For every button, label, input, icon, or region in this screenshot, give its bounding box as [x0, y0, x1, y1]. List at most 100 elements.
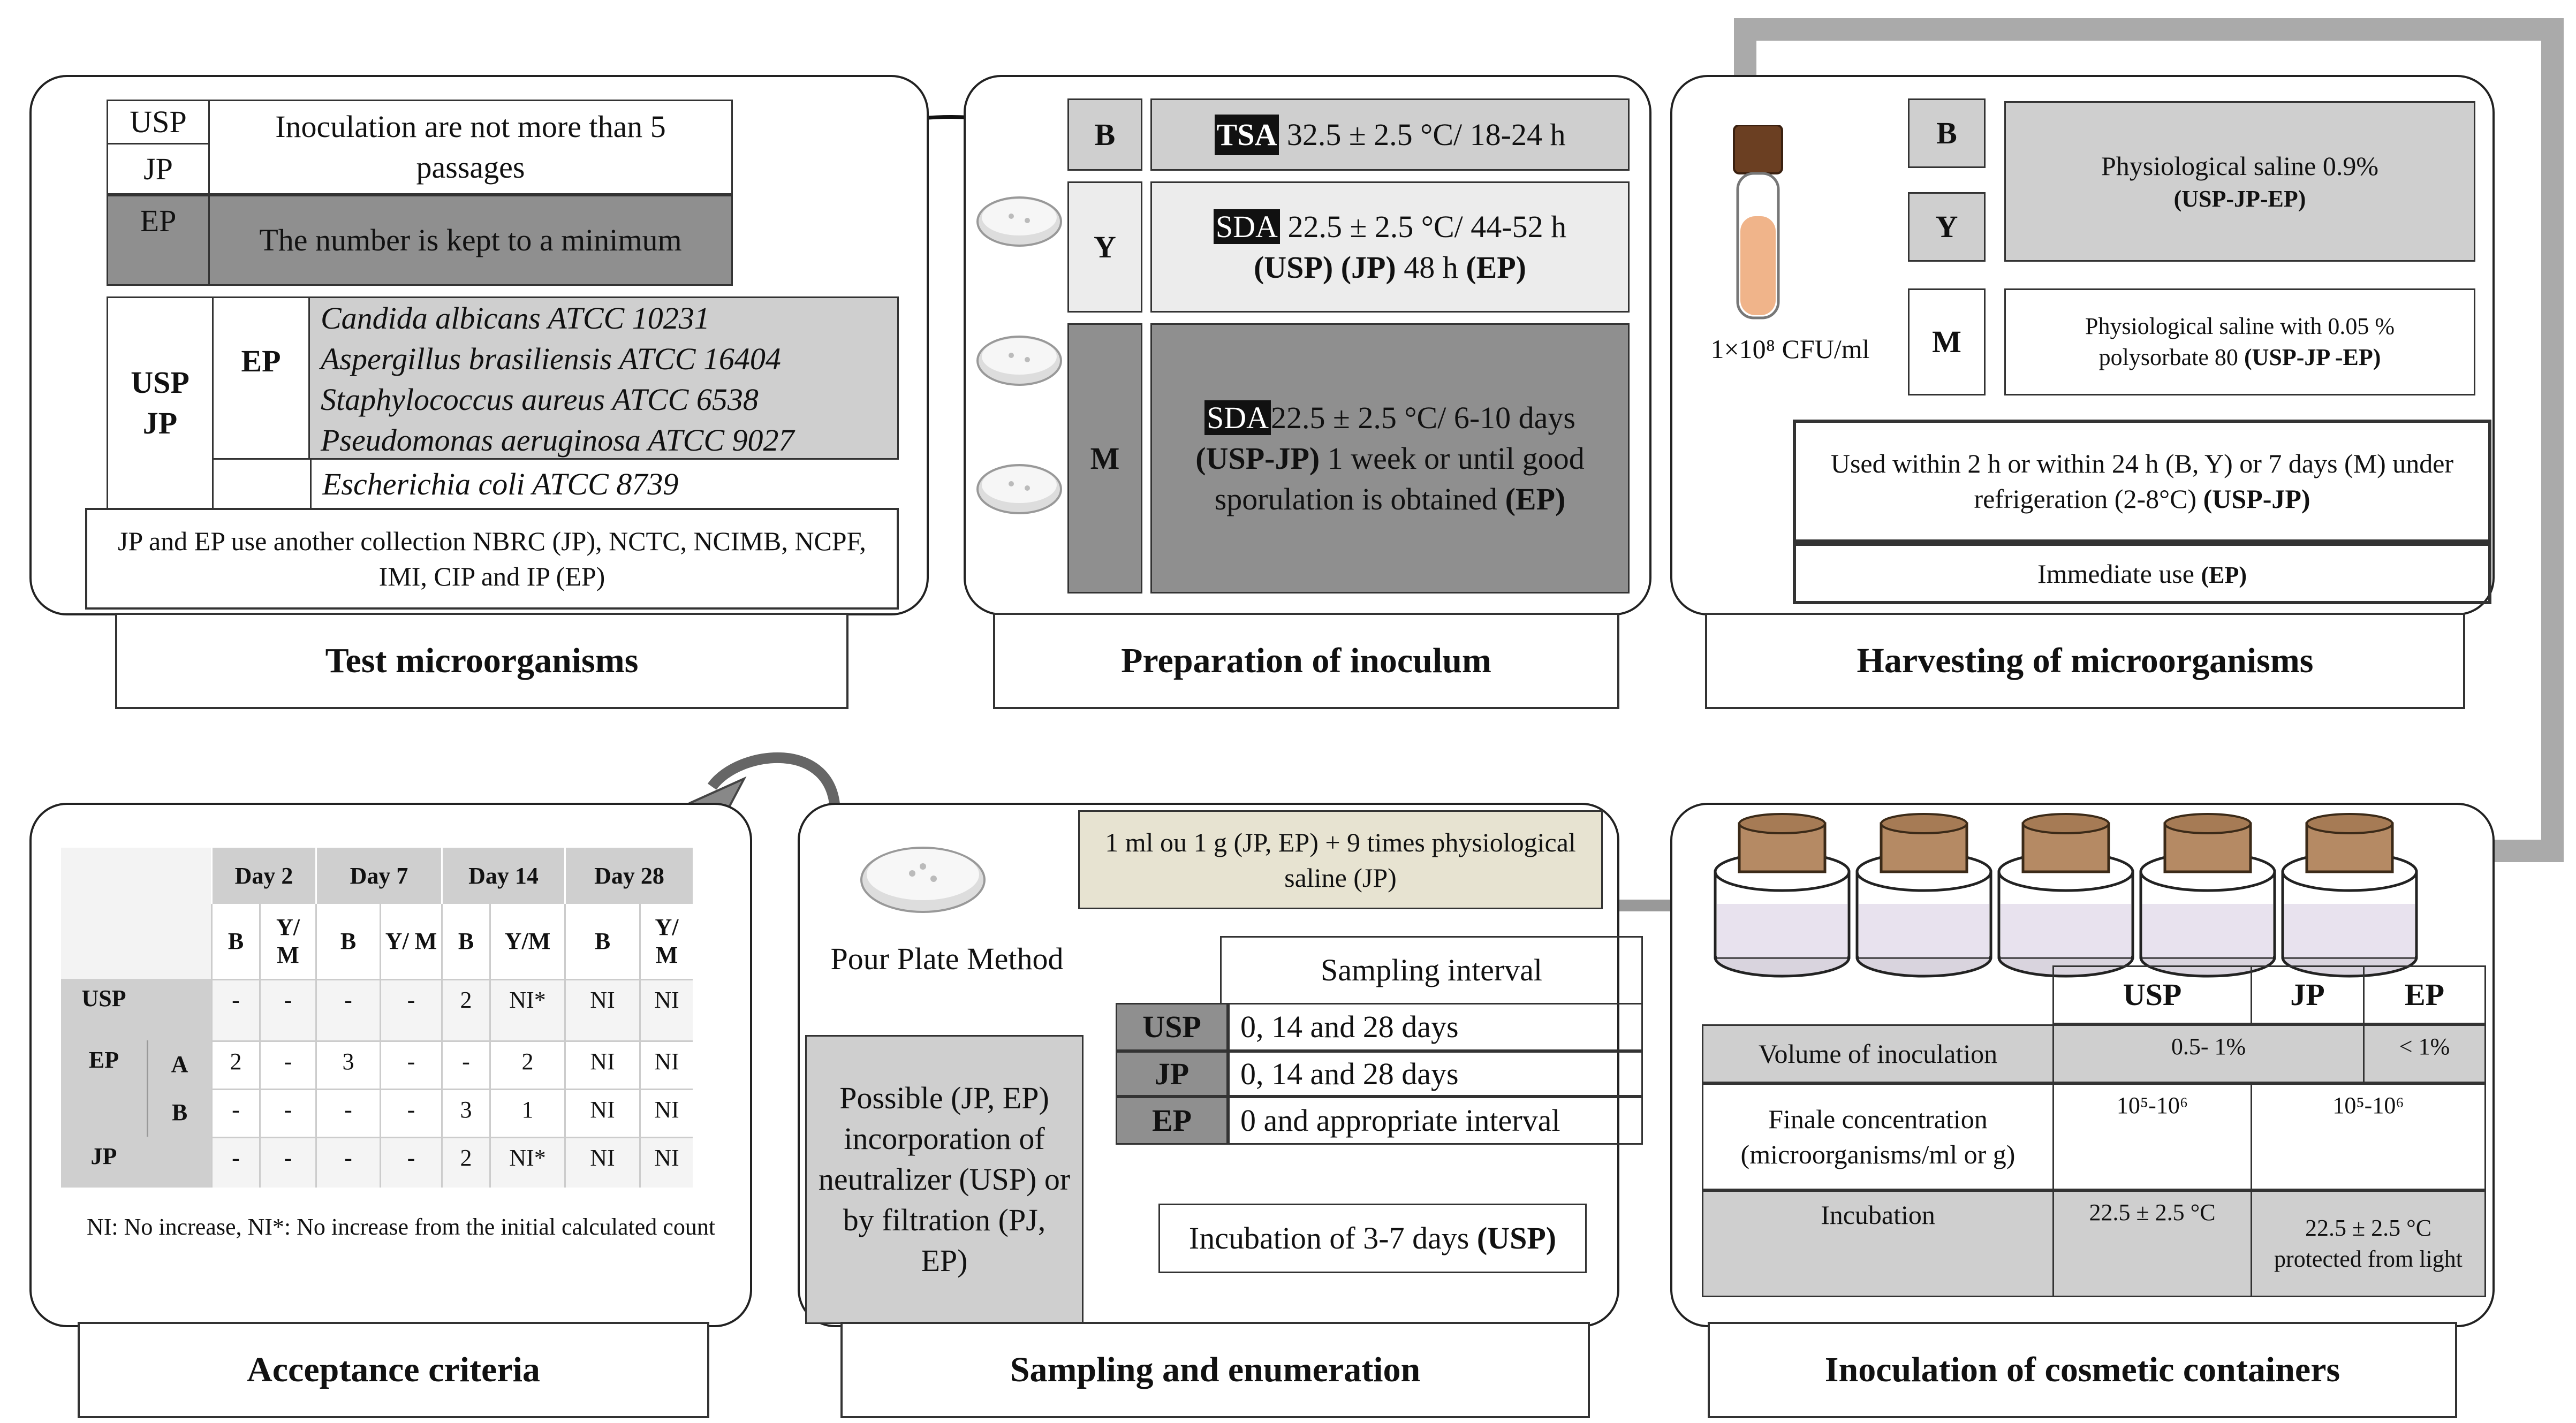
table-corner [61, 848, 211, 979]
interval-text: 0 and appropriate interval [1228, 1097, 1643, 1145]
test-tube-icon [1733, 125, 1783, 319]
criteria-value: - [211, 979, 259, 1040]
inoc-header-ep: EP [2363, 965, 2486, 1024]
day-header: Day 28 [564, 848, 693, 904]
prep-y-jp: (JP) [1340, 249, 1396, 285]
criteria-value: 2 [211, 1040, 259, 1089]
prep-m-text: 22.5 ± 2.5 °C/ 6-10 days [1271, 400, 1575, 435]
caption-preparation: Preparation of inoculum [993, 613, 1619, 709]
row-sublabel: B [147, 1089, 211, 1137]
criteria-value: NI [564, 1089, 639, 1137]
sub-header: Y/ M [639, 904, 693, 979]
criteria-value: - [315, 1089, 380, 1137]
ecoli-strain: Escherichia coli ATCC 8739 [310, 460, 899, 508]
sda-badge-m: SDA [1204, 400, 1271, 435]
interval-std: USP [1116, 1003, 1228, 1051]
row-sublabel [147, 1137, 211, 1188]
cosmetic-jar-icons [1714, 813, 2473, 978]
criteria-value: 3 [315, 1040, 380, 1089]
sub-header: B [441, 904, 489, 979]
prep-m-box: SDA22.5 ± 2.5 °C/ 6-10 days (USP-JP) 1 w… [1150, 323, 1630, 593]
prep-b-label: B [1067, 98, 1142, 171]
sampling-panel: 1 ml ou 1 g (JP, EP) + 9 times physiolog… [798, 803, 1643, 1327]
std-usp: USP [107, 100, 208, 144]
std-jp: JP [107, 144, 208, 195]
caption-sampling: Sampling and enumeration [840, 1322, 1590, 1418]
minimum-text: The number is kept to a minimum [208, 195, 733, 286]
harvest-m-label: M [1908, 288, 1986, 395]
caption-test-microorganisms: Test microorganisms [115, 613, 848, 709]
incubation-jp-ep: 22.5 ± 2.5 °C protected from light [2251, 1190, 2486, 1297]
petri-dish-icons [976, 196, 1062, 514]
collection-note: JP and EP use another collection NBRC (J… [85, 508, 899, 610]
prep-y-text: 22.5 ± 2.5 °C/ 44-52 h [1287, 209, 1567, 244]
cosmetic-jar-icon [1714, 813, 1851, 978]
test-microorganisms-panel: USP JP Inoculation are not more than 5 p… [29, 75, 929, 615]
harvest-y-label: Y [1908, 192, 1986, 262]
sub-header: Y/ M [259, 904, 315, 979]
prep-y-usp: (USP) [1253, 249, 1334, 285]
criteria-value: NI* [489, 979, 564, 1040]
day-header: Day 7 [315, 848, 441, 904]
cosmetic-jar-icon [1857, 814, 1991, 976]
concentration-label: Finale concentration (microorganisms/ml … [1702, 1083, 2052, 1190]
strain-item: Pseudomonas aeruginosa ATCC 9027 [321, 423, 794, 458]
petri-dish-icon [860, 847, 986, 913]
prep-y-label: Y [1067, 181, 1142, 313]
sub-header: Y/M [489, 904, 564, 979]
criteria-value: - [211, 1137, 259, 1188]
ep-strains-label: EP [214, 296, 310, 460]
neutralizer-box: Possible (JP, EP) incorporation of neutr… [805, 1035, 1084, 1324]
incubation-box: Incubation of 3-7 days (USP) [1158, 1204, 1587, 1273]
prep-b-text: 32.5 ± 2.5 °C/ 18-24 h [1286, 117, 1566, 152]
interval-text: 0, 14 and 28 days [1228, 1003, 1643, 1051]
usp-jp-label: USP JP [107, 296, 214, 508]
incubation-usp: 22.5 ± 2.5 °C [2052, 1190, 2251, 1297]
saline-text: Physiological saline 0.9% [2101, 151, 2378, 181]
criteria-value: - [315, 1137, 380, 1188]
criteria-value: NI [564, 979, 639, 1040]
saline-ps-box: Physiological saline with 0.05 % polysor… [2004, 288, 2475, 395]
strain-item: Aspergillus brasiliensis ATCC 16404 [321, 341, 781, 376]
prep-b-box: TSA 32.5 ± 2.5 °C/ 18-24 h [1150, 98, 1630, 171]
cfu-label: 1×10⁸ CFU/ml [1710, 334, 1870, 364]
strain-list: Candida albicans ATCC 10231 Aspergillus … [310, 296, 899, 460]
row-label: JP [61, 1137, 147, 1188]
inoc-header-jp: JP [2251, 965, 2363, 1024]
cosmetic-jar-icon [2283, 814, 2416, 976]
sda-badge: SDA [1213, 209, 1280, 244]
criteria-value: NI* [489, 1137, 564, 1188]
caption-harvesting: Harvesting of microorganisms [1705, 613, 2465, 709]
tsa-badge: TSA [1214, 114, 1279, 155]
prep-y-box: SDA 22.5 ± 2.5 °C/ 44-52 h (USP) (JP) 48… [1150, 181, 1630, 313]
row-sublabel: A [147, 1040, 211, 1089]
sub-header: Y/ M [380, 904, 441, 979]
criteria-value: - [315, 979, 380, 1040]
inoc-header-usp: USP [2052, 965, 2251, 1024]
acceptance-footnote: NI: No increase, NI*: No increase from t… [86, 1214, 716, 1240]
used-within-std: (USP-JP) [2203, 484, 2310, 514]
prep-m-ep: (EP) [1505, 481, 1566, 516]
criteria-value: NI [639, 1089, 693, 1137]
strain-item: Candida albicans ATCC 10231 [321, 301, 710, 336]
sub-header: B [315, 904, 380, 979]
dilution-box: 1 ml ou 1 g (JP, EP) + 9 times physiolog… [1078, 810, 1603, 909]
criteria-value: - [259, 979, 315, 1040]
concentration-jp-ep: 10⁵-10⁶ [2251, 1083, 2486, 1190]
row-sublabel [147, 979, 211, 1040]
criteria-value: NI [639, 979, 693, 1040]
criteria-value: 2 [441, 979, 489, 1040]
caption-acceptance: Acceptance criteria [78, 1322, 709, 1418]
interval-std: JP [1116, 1051, 1228, 1097]
saline-ps-std: (USP-JP -EP) [2244, 344, 2381, 370]
day-header: Day 14 [441, 848, 564, 904]
criteria-value: - [380, 1089, 441, 1137]
criteria-value: 2 [489, 1040, 564, 1089]
volume-usp-jp: 0.5- 1% [2052, 1024, 2363, 1083]
criteria-value: - [441, 1040, 489, 1089]
criteria-value: 2 [441, 1137, 489, 1188]
prep-m-text2: 1 week or until good sporulation is obta… [1214, 440, 1585, 516]
